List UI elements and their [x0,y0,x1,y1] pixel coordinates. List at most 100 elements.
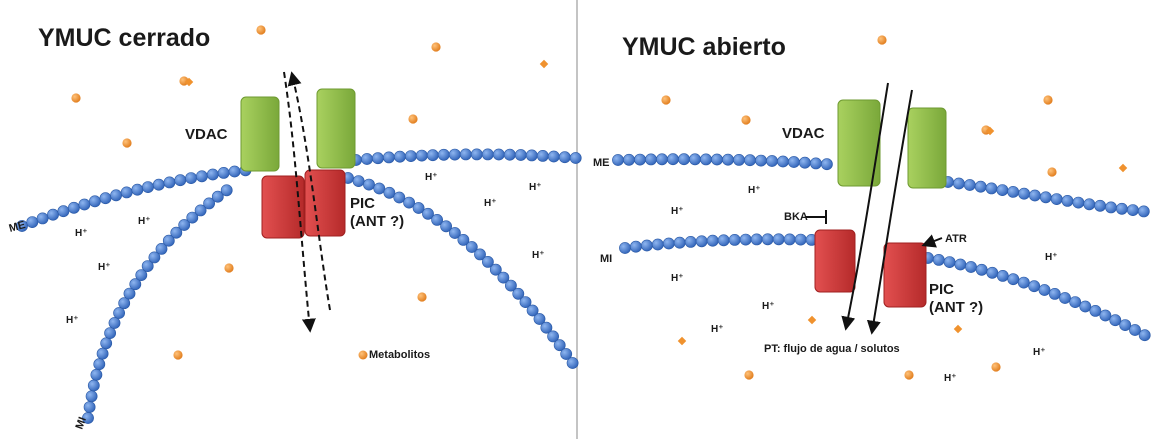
lipid-bead [519,296,532,308]
lipid-bead [821,158,833,171]
left-pic-label: PIC [350,195,375,212]
lipid-bead [155,242,168,255]
lipid-bead [1127,204,1139,216]
vdac-right-b [907,107,947,189]
right-inner-membrane-segment-1 [619,233,818,254]
lipid-bead [220,184,233,197]
lipid-bead [558,151,571,164]
vdac-left-a [240,96,280,172]
lipid-bead [1079,300,1092,313]
proton-l1: H⁺ [75,228,88,239]
lipid-bead [83,401,96,413]
lipid-bead [1029,189,1041,202]
lipid-bead [123,287,136,300]
legend-metabolite-dot [358,350,368,360]
lipid-bead [722,153,734,166]
lipid-bead [986,266,999,279]
lipid-bead [36,212,49,225]
lipid-bead [641,239,653,252]
lipid-bead [1072,196,1085,209]
lipid-bead [448,148,461,161]
lipid-bead [656,153,668,166]
lipid-bead [623,153,635,166]
metabolite-dot [1043,95,1053,105]
lipid-bead [954,258,967,271]
lipid-bead [415,149,428,162]
right-ant-label: (ANT ?) [929,299,983,316]
lipid-bead [393,191,406,204]
metabolite-dot [122,138,132,148]
right-outer-membrane-segment-1 [612,153,833,171]
lipid-bead [777,155,789,168]
lipid-bead [1099,309,1112,322]
proton-r6: H⁺ [1045,252,1058,263]
lipid-bead [1028,280,1041,293]
proton-l7: H⁺ [484,198,497,209]
proton-r7: H⁺ [1033,347,1046,358]
lipid-bead [135,269,148,281]
lipid-bead [426,149,439,162]
lipid-bead [129,278,142,291]
lipid-bead [78,198,91,211]
lipid-bead [794,233,807,246]
metabolite-dot [71,93,81,103]
proton-r2: H⁺ [671,206,684,217]
lipid-bead [750,233,763,246]
lipid-bead [1059,292,1071,304]
lipid-bead [553,339,566,352]
pic-left-a [261,175,305,239]
atr-label: ATR [945,233,967,245]
lipid-bead [963,179,976,191]
metabolite-diamond [184,77,194,87]
lipid-bead [497,271,510,284]
lipid-bead [965,261,977,273]
metabolite-dot [431,42,441,52]
lipid-bead [195,170,208,183]
lipid-bead [492,148,505,161]
lipid-bead [619,242,631,254]
lipid-bead [481,148,494,161]
lipid-bead [612,154,624,166]
lipid-bead [174,174,187,187]
pic-right-a [814,229,856,293]
lipid-bead [393,150,406,163]
lipid-bead [974,180,987,193]
metabolite-diamond [807,315,817,325]
lipid-bead [206,168,219,181]
lipid-bead [536,149,549,162]
proton-r5: H⁺ [711,324,724,335]
lipid-bead [733,153,745,166]
lipid-bead [113,307,125,319]
lipid-bead [560,348,573,360]
lipid-bead [383,186,396,199]
lipid-bead [87,379,100,392]
right-pic-label: PIC [929,281,954,298]
lipid-bead [766,155,778,167]
lipid-bead [711,153,723,166]
lipid-bead [810,157,822,170]
legend-metabolites-label: Metabolitos [369,349,430,361]
lipid-bead [996,269,1009,282]
lipid-bead [474,248,486,261]
lipid-bead [651,238,664,251]
lipid-bead [108,317,121,329]
lipid-bead [1007,185,1020,198]
lipid-bead [772,233,785,246]
metabolite-dot [904,370,914,380]
lipid-bead [104,327,116,339]
atr-arrow [921,234,943,248]
lipid-bead [667,153,679,166]
lipid-bead [533,313,546,325]
lipid-bead [371,152,384,165]
right-vdac-label: VDAC [782,125,825,142]
proton-l5: H⁺ [425,172,438,183]
left-panel: YMUC cerrado VDAC PIC (ANT ?) ME MI H⁺ H… [8,24,545,431]
lipid-bead [761,233,774,246]
lipid-bead [1094,199,1106,212]
lipid-bead [100,337,113,350]
closed-channel-path-a [283,71,316,333]
left-outer-membrane-segment-1 [16,164,252,232]
lipid-bead [744,154,756,167]
lipid-bead [630,240,642,253]
